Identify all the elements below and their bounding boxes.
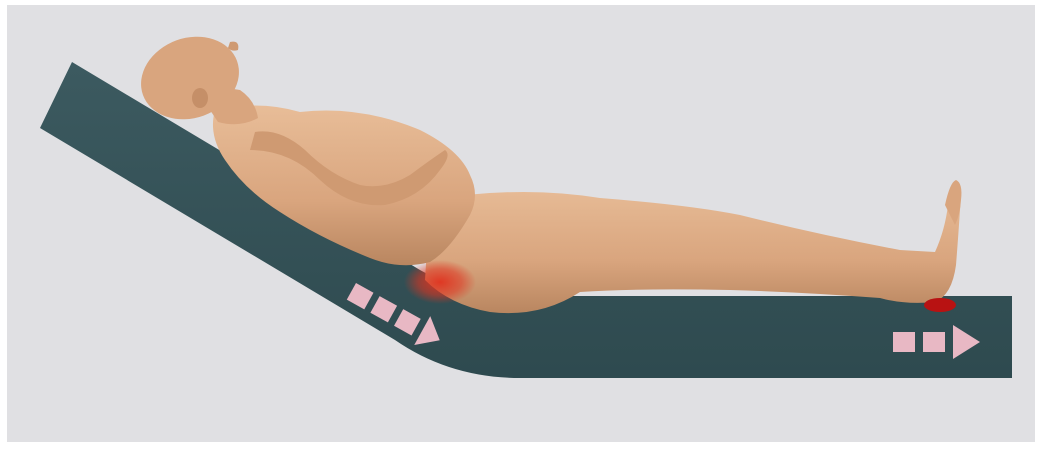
heel-pressure-zone [924, 298, 956, 312]
sacrum-pressure-zone [404, 260, 476, 304]
patient-ear [192, 88, 208, 108]
